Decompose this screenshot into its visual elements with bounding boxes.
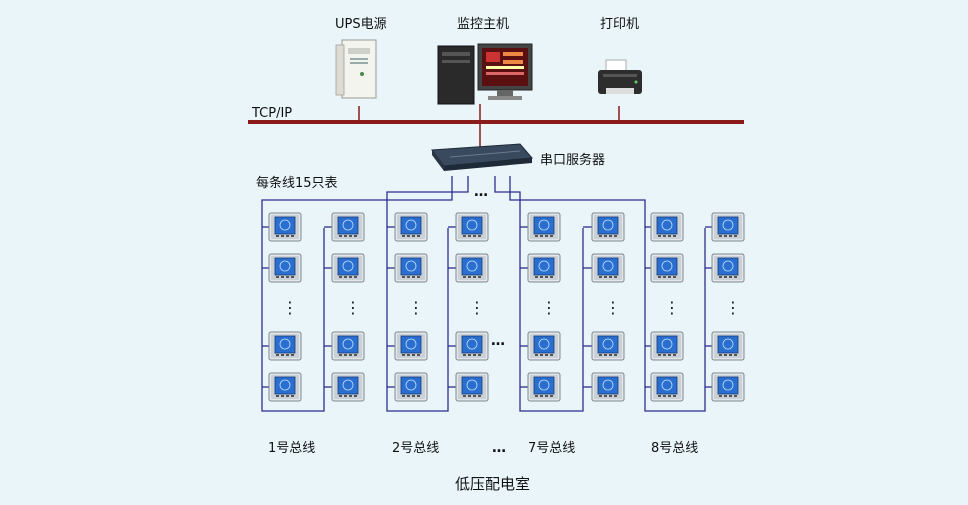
ups-label: UPS电源 — [335, 17, 387, 32]
power-meter-icon — [527, 372, 561, 402]
power-meter-icon — [268, 331, 302, 361]
power-meter-icon — [268, 372, 302, 402]
bus-8-label: 8号总线 — [651, 441, 698, 456]
power-meter-icon — [331, 212, 365, 242]
power-meter-icon — [591, 331, 625, 361]
vertical-ellipsis: ⋮ — [408, 298, 424, 317]
power-meter-icon — [455, 212, 489, 242]
bus-layer: ⋮ ⋮ ⋮ ⋮ ⋮ ⋮ ⋮ ⋮ — [261, 176, 745, 412]
power-meter-icon — [394, 212, 428, 242]
host-label: 监控主机 — [457, 17, 509, 32]
power-meter-icon — [394, 372, 428, 402]
power-meter-icon — [331, 331, 365, 361]
power-meter-icon — [455, 331, 489, 361]
bottom-ellipsis: … — [492, 440, 506, 456]
power-meter-icon — [650, 212, 684, 242]
room-label: 低压配电室 — [455, 475, 530, 493]
printer-label: 打印机 — [600, 17, 639, 32]
middle-ellipsis: … — [491, 333, 505, 349]
bus-note-label: 每条线15只表 — [256, 175, 338, 191]
vertical-ellipsis: ⋮ — [664, 298, 680, 317]
power-meter-icon — [331, 253, 365, 283]
bus-1-label: 1号总线 — [268, 441, 315, 456]
power-meter-icon — [591, 212, 625, 242]
bus-2-label: 2号总线 — [392, 441, 439, 456]
power-meter-icon — [650, 253, 684, 283]
vertical-ellipsis: ⋮ — [469, 298, 485, 317]
serial-server-label: 串口服务器 — [540, 152, 605, 168]
bus-4-line — [509, 176, 706, 412]
vertical-ellipsis: ⋮ — [725, 298, 741, 317]
bus-1-line — [261, 176, 453, 412]
ups-cabinet-icon — [335, 39, 377, 99]
power-meter-icon — [650, 331, 684, 361]
power-meter-icon — [711, 372, 745, 402]
vertical-ellipsis: ⋮ — [541, 298, 557, 317]
power-meter-icon — [591, 372, 625, 402]
printer-icon — [598, 59, 642, 94]
power-meter-icon — [591, 253, 625, 283]
vertical-ellipsis: ⋮ — [282, 298, 298, 317]
power-meter-icon — [711, 331, 745, 361]
power-meter-icon — [394, 253, 428, 283]
power-meter-icon — [527, 212, 561, 242]
vertical-ellipsis: ⋮ — [605, 298, 621, 317]
monitoring-computer-icon — [437, 43, 533, 105]
power-meter-icon — [455, 372, 489, 402]
power-meter-icon — [268, 212, 302, 242]
power-meter-icon — [331, 372, 365, 402]
power-meter-icon — [527, 331, 561, 361]
bus-7-label: 7号总线 — [528, 441, 575, 456]
bus-3-line — [494, 176, 584, 412]
power-meter-icon — [455, 253, 489, 283]
power-meter-icon — [650, 372, 684, 402]
power-meter-icon — [268, 253, 302, 283]
bus-2-line — [386, 176, 469, 412]
tcpip-label: TCP/IP — [251, 106, 292, 121]
power-meter-icon — [394, 331, 428, 361]
top-ellipsis: … — [474, 184, 488, 200]
power-meter-icon — [711, 253, 745, 283]
vertical-ellipsis: ⋮ — [345, 298, 361, 317]
power-meter-icon — [711, 212, 745, 242]
serial-server-icon — [431, 143, 534, 171]
power-meter-icon — [527, 253, 561, 283]
